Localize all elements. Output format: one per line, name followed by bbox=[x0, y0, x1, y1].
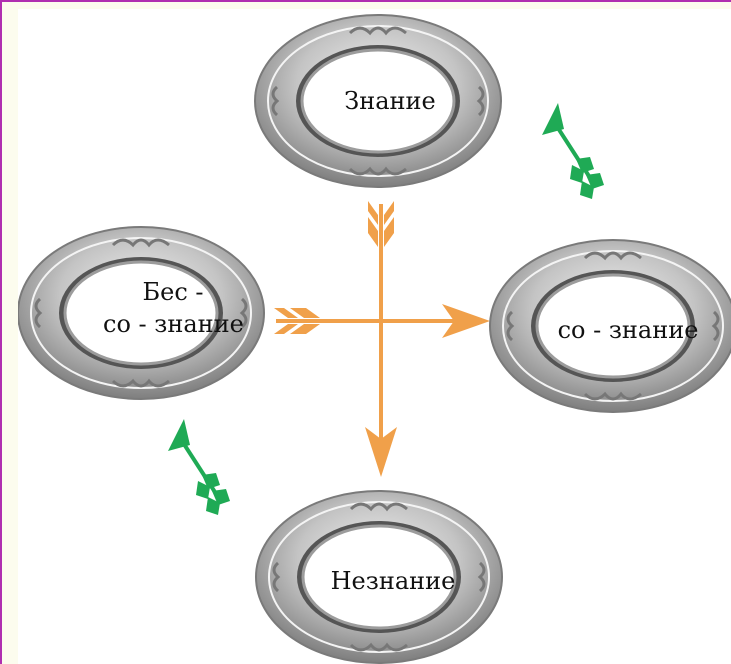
node-label-bes-line2: со - знание bbox=[103, 310, 244, 338]
down-arrowhead-icon bbox=[365, 427, 397, 477]
node-label-bes-line1: Бес - bbox=[142, 278, 204, 306]
green-arrow-icon bbox=[166, 417, 232, 517]
node-label-neznanie: Незнание bbox=[330, 567, 456, 595]
node-label-znanie: Знание bbox=[344, 87, 436, 115]
node-label-soznanie: со - знание bbox=[557, 316, 699, 344]
knowledge-diagram bbox=[18, 13, 731, 664]
right-arrowhead-icon bbox=[442, 304, 490, 338]
green-arrow-icon bbox=[540, 101, 606, 201]
diagram-canvas: Знание Бес - со - знание со - знание Нез… bbox=[18, 9, 731, 664]
orange-arrows bbox=[274, 201, 490, 477]
